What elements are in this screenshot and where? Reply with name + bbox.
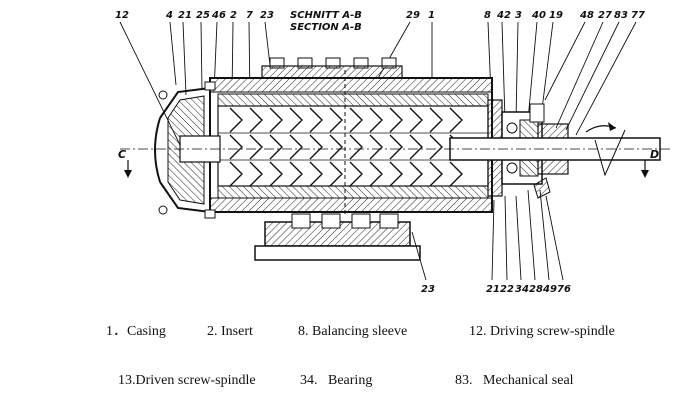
callout-42: 42: [496, 10, 511, 21]
legend-driving-screw-spindle: 12. Driving screw-spindle: [469, 324, 615, 339]
callout-bottom-28: 28: [529, 284, 543, 295]
callout-27: 27: [598, 10, 612, 21]
callout-46: 46: [211, 10, 226, 21]
casing-bolts: [269, 57, 397, 69]
callout-21: 21: [178, 10, 192, 21]
callout-4: 4: [165, 10, 173, 21]
drive-shaft: [120, 129, 670, 177]
legend-bearing: 34. Bearing: [300, 373, 372, 388]
callout-bottom-76: 76: [557, 284, 571, 295]
callout-83: 83: [614, 10, 628, 21]
callout-19: 19: [549, 10, 563, 21]
rotation-arrow: [585, 122, 617, 133]
legend-driven-screw-spindle: 13.Driven screw-spindle: [118, 373, 256, 388]
callout-bottom-21: 21: [486, 284, 500, 295]
callout-bottom-34: 34: [515, 284, 529, 295]
callouts-top: 12 4 21 25 46 2 7 23 29 1 8 42 3 40 19 4…: [115, 10, 645, 21]
axis-letter-c: C: [118, 148, 126, 161]
mounting-foot: [254, 213, 421, 261]
callout-23: 23: [260, 10, 274, 21]
axis-letter-d: D: [650, 148, 659, 161]
parts-legend: 1．Casing 2. Insert 8. Balancing sleeve 1…: [106, 324, 615, 388]
callout-77: 77: [631, 10, 645, 21]
legend-balancing-sleeve: 8. Balancing sleeve: [298, 324, 407, 339]
callout-7: 7: [246, 10, 253, 21]
screw-spindles: [217, 70, 489, 215]
callout-bottom-23: 23: [421, 284, 435, 295]
callout-25: 25: [196, 10, 210, 21]
callout-40: 40: [531, 10, 546, 21]
section-title-de: SCHNITT A-B: [290, 10, 362, 21]
callout-bottom-22: 22: [500, 284, 514, 295]
callout-3: 3: [515, 10, 522, 21]
callout-2: 2: [230, 10, 237, 21]
callouts-bottom: 23 21 22 34 28 49 76: [411, 189, 571, 295]
callout-1: 1: [428, 10, 435, 21]
callout-12: 12: [115, 10, 129, 21]
callout-8: 8: [484, 10, 491, 21]
section-title: SCHNITT A-B SECTION A-B: [290, 10, 362, 33]
section-title-en: SECTION A-B: [290, 22, 362, 33]
callout-48: 48: [579, 10, 594, 21]
section-markers: C D: [118, 148, 659, 178]
callout-29: 29: [406, 10, 420, 21]
legend-insert: 2. Insert: [207, 324, 253, 339]
legend-casing: 1．Casing: [106, 324, 166, 339]
callout-bottom-49: 49: [542, 284, 557, 295]
legend-mechanical-seal: 83. Mechanical seal: [455, 373, 574, 388]
